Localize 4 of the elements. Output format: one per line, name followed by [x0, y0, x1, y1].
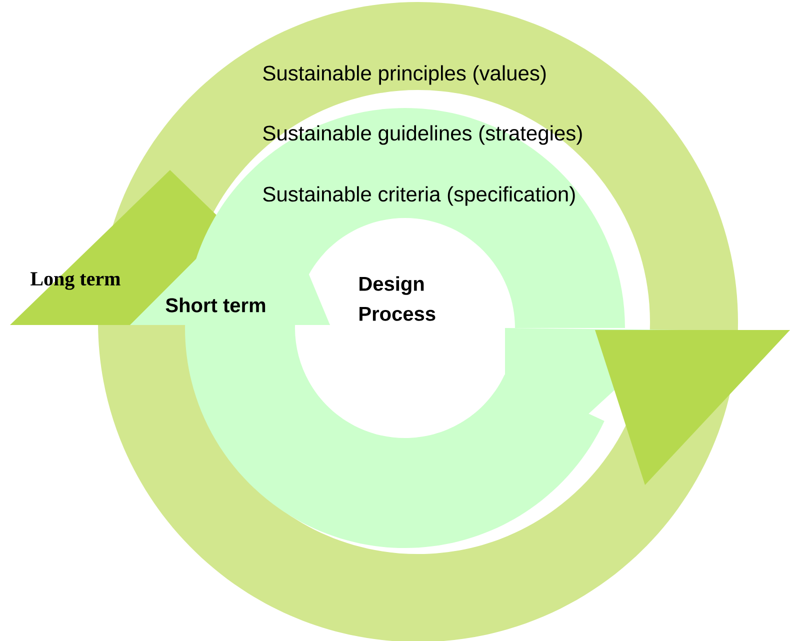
label-text: Design Process — [360, 276, 436, 321]
label-text: Sustainable criteria (specification) — [263, 186, 575, 206]
label-text: Sustainable guidelines (strategies) — [263, 125, 582, 145]
label-text: Sustainable principles (values) — [263, 65, 546, 85]
